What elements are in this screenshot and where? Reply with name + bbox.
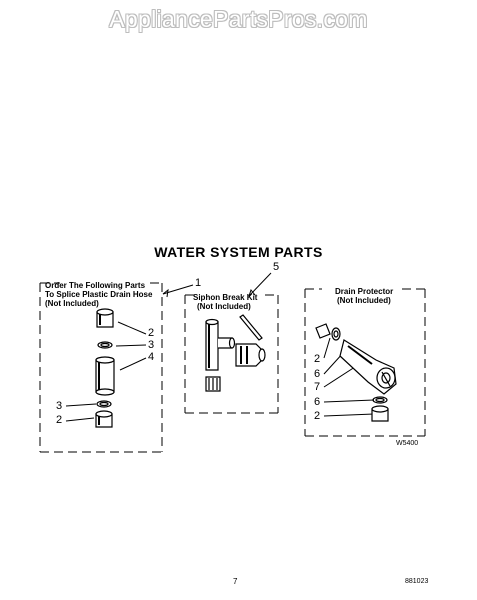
left-parts (95, 308, 115, 428)
callout-left-2b: 2 (56, 414, 63, 426)
left-panel-line1: Order The Following Parts (45, 281, 146, 290)
callout-1: 1 (195, 277, 202, 289)
callout-left-3b: 3 (56, 400, 63, 412)
siphon-panel-line2: (Not Included) (197, 302, 251, 311)
page-number: 7 (233, 577, 238, 586)
callout-right-7: 7 (314, 381, 321, 393)
callout-left-3a: 3 (148, 339, 155, 351)
callout-right-6a: 6 (314, 368, 321, 380)
left-panel-line3: (Not Included) (45, 299, 99, 308)
drain-protector-box (304, 288, 426, 437)
siphon-panel-line1: Siphon Break Kit (193, 293, 258, 302)
drain-protector-parts (315, 323, 397, 422)
drain-panel-line2: (Not Included) (337, 296, 391, 305)
page-title: WATER SYSTEM PARTS (154, 244, 323, 260)
left-panel-line2: To Splice Plastic Drain Hose (45, 290, 153, 299)
callout-right-6b: 6 (314, 396, 321, 408)
callout-5: 5 (273, 261, 280, 273)
drain-panel-line1: Drain Protector (335, 287, 394, 296)
leader-lines (65, 272, 375, 422)
document-code: 881023 (405, 578, 429, 585)
left-kit-box (39, 282, 163, 453)
site-watermark: AppliancePartsPros.com (109, 6, 368, 32)
callout-right-2b: 2 (314, 410, 321, 422)
callout-right-2a: 2 (314, 353, 321, 365)
figure-code: W5400 (396, 440, 419, 447)
callout-left-2a: 2 (148, 327, 155, 339)
callout-left-4: 4 (148, 351, 155, 363)
siphon-kit-box (184, 294, 279, 414)
siphon-kit-parts (205, 314, 266, 392)
